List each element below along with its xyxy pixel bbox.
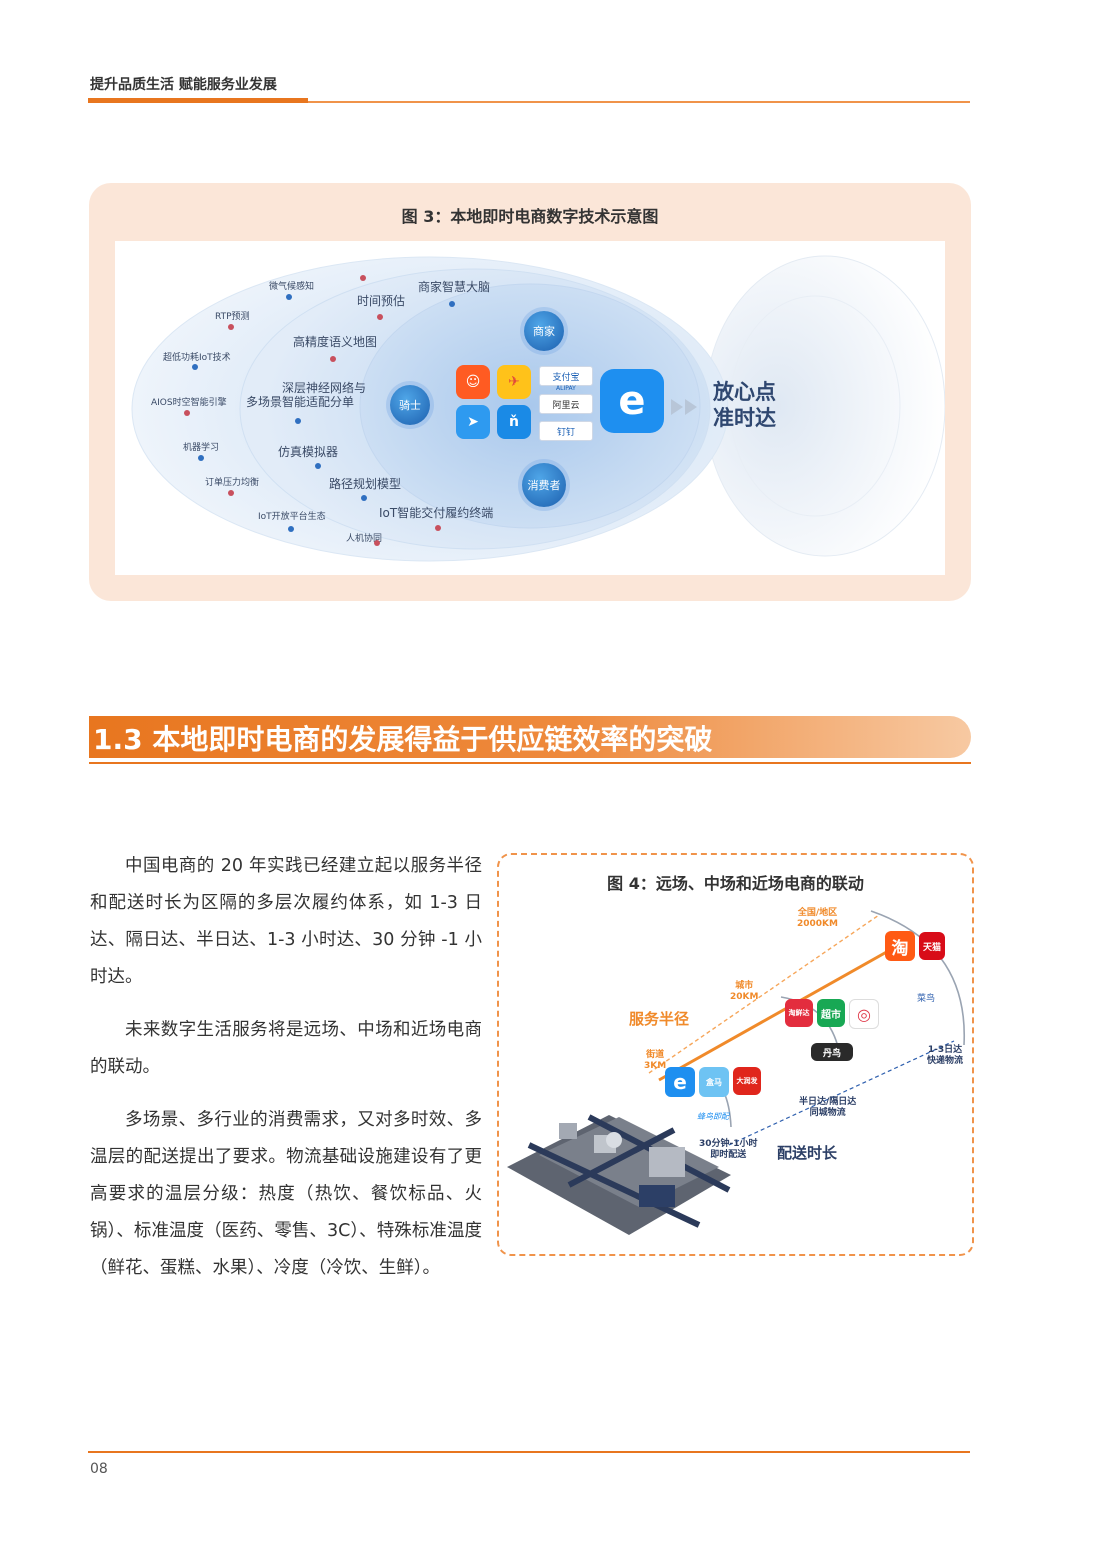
label-iot-lowpower: 超低功耗IoT技术: [163, 353, 231, 363]
sameday-label: 半日达/隔日达 同城物流: [799, 1097, 856, 1119]
label-merchant-brain: 商家智慧大脑: [418, 280, 491, 294]
body-text: 中国电商的 20 年实践已经建立起以服务半径和配送时长为区隔的多层次履约体系，如…: [90, 848, 482, 1303]
koubei-app-icon: ň: [497, 405, 531, 439]
amap-app-icon: ➤: [456, 405, 490, 439]
near-range-line-1: 街道: [646, 1050, 665, 1060]
aliyun-label: 阿里云: [552, 400, 580, 411]
label-simulator: 仿真模拟器: [278, 445, 339, 459]
header-accent: [88, 98, 308, 103]
chaoshi-logo: 超市: [817, 999, 845, 1027]
sameday-line-2: 同城物流: [809, 1108, 846, 1118]
taobao-logo: 淘: [885, 931, 915, 961]
eleme-app-icon: e: [600, 369, 664, 433]
label-order-balance: 订单压力均衡: [205, 478, 260, 488]
figure-4-diagram: [507, 910, 965, 1235]
instant-line-2: 即时配送: [710, 1150, 747, 1160]
header-title: 提升品质生活 赋能服务业发展: [90, 77, 277, 93]
node-merchant: 商家: [524, 311, 564, 351]
sameday-line-1: 半日达/隔日达: [799, 1097, 857, 1107]
mall-logo: ◎: [849, 999, 879, 1029]
instant-label: 30分钟-1小时 即时配送: [699, 1139, 758, 1161]
node-rider: 骑士: [390, 385, 430, 425]
figure-3-title: 图 3：本地即时电商数字技术示意图: [401, 207, 659, 226]
figure-3-diagram: 微气候感知 RTP预测 超低功耗IoT技术 AIOS时空智能引擎 机器学习 订单…: [115, 241, 945, 575]
footer-rule: [88, 1451, 970, 1453]
fengniao-logo: 蜂鸟即配: [697, 1112, 729, 1121]
taoxianda-logo: 淘鲜达: [785, 999, 813, 1027]
darunfa-logo: 大润发: [733, 1067, 761, 1095]
near-range-label: 街道 3KM: [644, 1050, 666, 1072]
slogan-line-1: 放心点: [713, 380, 776, 404]
label-ml: 机器学习: [183, 443, 220, 453]
express-line-1: 1-3日达: [927, 1045, 963, 1055]
dingtalk-badge: 钉钉: [539, 421, 593, 441]
label-microclimate: 微气候感知: [269, 282, 315, 292]
far-range-line-1: 全国/地区: [797, 908, 838, 918]
far-range-label: 全国/地区 2000KM: [797, 908, 838, 930]
paragraph-2: 未来数字生活服务将是远场、中场和近场电商的联动。: [90, 1020, 482, 1077]
label-hd-map: 高精度语义地图: [293, 335, 378, 349]
label-dispatch: 多场景智能适配分单: [246, 395, 355, 409]
section-rule: [89, 762, 971, 764]
taobao-app-icon: ☺: [456, 365, 490, 399]
label-iot-open: IoT开放平台生态: [258, 512, 326, 522]
section-heading-bar: [89, 716, 971, 758]
mid-range-line-1: 城市: [735, 981, 754, 991]
label-time-estimate: 时间预估: [357, 294, 406, 308]
aliyun-badge: 阿里云: [539, 394, 593, 414]
alipay-en-label: ALIPAY: [556, 385, 576, 392]
figure-4-title: 图 4：远场、中场和近场电商的联动: [607, 874, 864, 893]
label-route-model: 路径规划模型: [329, 477, 402, 491]
header-rule: [88, 101, 970, 103]
hema-logo: 盒马: [699, 1067, 729, 1097]
label-human-machine: 人机协同: [346, 534, 383, 544]
figure-3-background: [131, 255, 945, 562]
near-range-line-2: 3KM: [644, 1061, 667, 1071]
fliggy-app-icon: ✈: [497, 365, 531, 399]
paragraph-1: 中国电商的 20 年实践已经建立起以服务半径和配送时长为区隔的多层次履约体系，如…: [90, 856, 482, 987]
dingtalk-label: 钉钉: [556, 427, 575, 438]
label-dnn: 深层神经网络与: [281, 381, 366, 395]
cainiao-logo: 菜鸟: [917, 994, 936, 1004]
slogan-line-2: 准时达: [713, 406, 776, 430]
express-line-2: 快递物流: [927, 1056, 964, 1066]
mid-range-line-2: 20KM: [730, 992, 759, 1002]
page-number: 08: [90, 1461, 108, 1477]
paragraph-3: 多场景、多行业的消费需求，又对多时效、多温层的配送提出了要求。物流基础设施建设有…: [90, 1110, 482, 1278]
eleme-logo: e: [665, 1067, 695, 1097]
far-range-line-2: 2000KM: [797, 919, 838, 929]
mid-range-label: 城市 20KM: [730, 981, 758, 1003]
slogan: 放心点 准时达: [713, 379, 776, 431]
label-rtp: RTP预测: [215, 312, 250, 322]
tmall-logo: 天猫: [919, 932, 945, 960]
node-consumer: 消费者: [522, 463, 566, 507]
danniao-logo: 丹鸟: [811, 1043, 853, 1061]
section-title: 1.3 本地即时电商的发展得益于供应链效率的突破: [93, 723, 713, 756]
service-radius-label: 服务半径: [629, 1010, 690, 1028]
label-iot-terminal: IoT智能交付履约终端: [379, 506, 494, 520]
alipay-label: 支付宝: [552, 372, 580, 383]
express-label: 1-3日达 快递物流: [927, 1045, 963, 1067]
instant-line-1: 30分钟-1小时: [699, 1139, 758, 1149]
alipay-badge: 支付宝: [539, 366, 593, 386]
figure-4-panel: 图 4：远场、中场和近场电商的联动 全国/地区 2000KM 城市 20KM 街…: [497, 853, 974, 1256]
delivery-time-label: 配送时长: [777, 1144, 838, 1162]
label-aios: AIOS时空智能引擎: [151, 398, 227, 408]
figure-3-panel: 图 3：本地即时电商数字技术示意图: [89, 183, 971, 601]
